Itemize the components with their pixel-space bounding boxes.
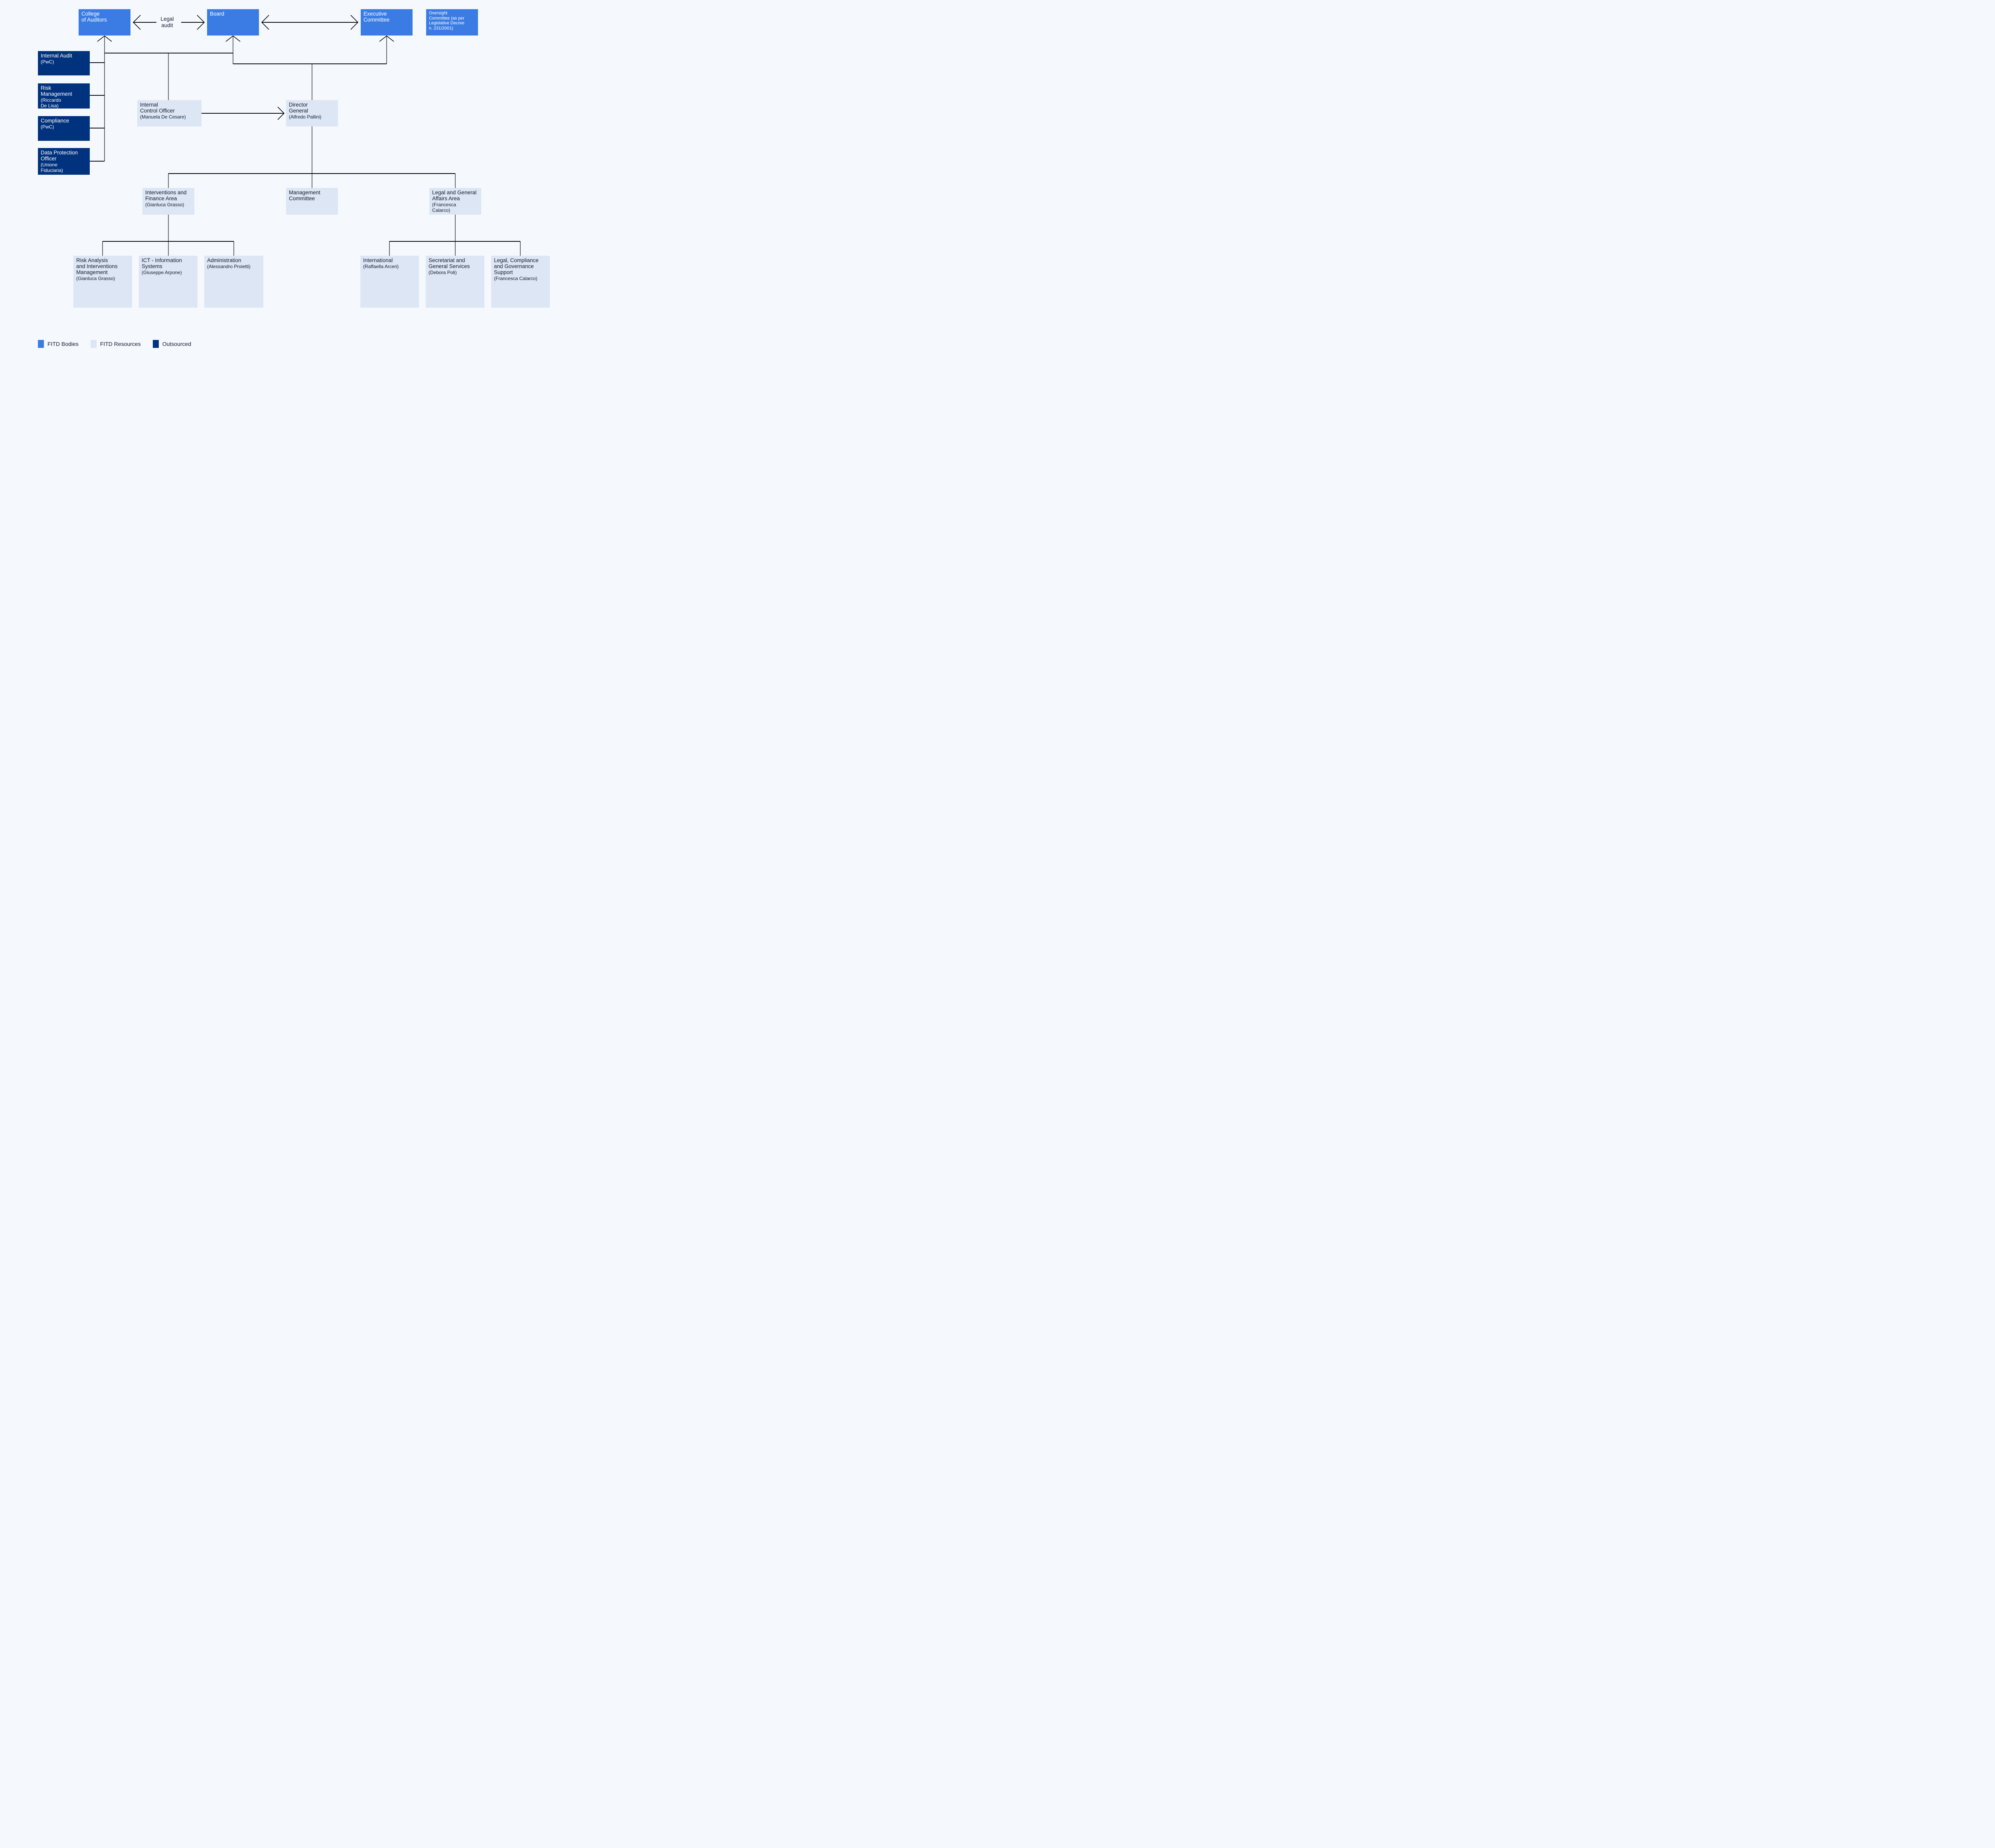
legend-item-bodies: FITD Bodies — [38, 340, 79, 348]
connector-thin-lines — [102, 36, 521, 256]
connector-thick-lines — [90, 22, 520, 242]
legend-item-resources: FITD Resources — [90, 340, 141, 348]
connector-layer — [90, 15, 521, 256]
legend-label: Outsourced — [162, 341, 192, 347]
legend: FITD Bodies FITD Resources Outsourced — [38, 340, 191, 348]
legend-swatch-outsourced — [152, 340, 159, 348]
legend-label: FITD Bodies — [47, 341, 79, 347]
legend-swatch-bodies — [38, 340, 44, 348]
legend-label: FITD Resources — [100, 341, 141, 347]
legend-item-outsourced: Outsourced — [152, 340, 192, 348]
arrowheads — [97, 15, 394, 120]
legal-audit-label: Legal audit — [160, 16, 174, 28]
legend-swatch-resources — [90, 340, 97, 348]
